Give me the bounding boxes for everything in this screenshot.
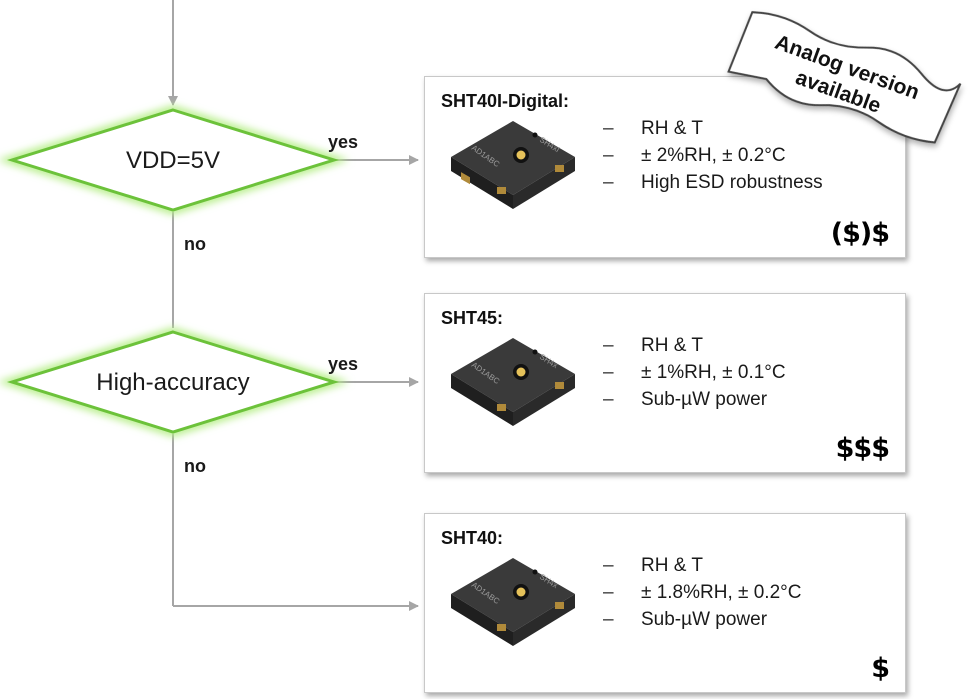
product-card-sht45: SHT45: SH4x AD1ABC –RH & T –± 1%RH, ± 0.… xyxy=(424,293,906,473)
sensor-chip-image: SH4x AD1ABC xyxy=(451,558,575,646)
feature-list: –RH & T –± 1.8%RH, ± 0.2°C –Sub-µW power xyxy=(603,552,801,633)
decision-accuracy: High-accuracy xyxy=(0,327,350,437)
decision-accuracy-label: High-accuracy xyxy=(96,369,249,396)
sensor-chip-image: SH4xI AD1ABC xyxy=(451,121,575,209)
feature-item: –High ESD robustness xyxy=(603,172,823,193)
product-name: SHT40I-Digital: xyxy=(441,91,570,111)
price-indicator: $$$ xyxy=(835,433,890,464)
vdd-yes-label: yes xyxy=(328,132,358,152)
feature-list: –RH & T –± 2%RH, ± 0.2°C –High ESD robus… xyxy=(603,115,823,196)
decision-vdd-label: VDD=5V xyxy=(126,147,220,174)
analog-version-note: Analog version available xyxy=(727,11,962,144)
accuracy-no-label: no xyxy=(184,456,206,476)
decision-vdd: VDD=5V xyxy=(0,105,350,215)
feature-item: –RH & T xyxy=(603,335,703,356)
product-name: SHT40: xyxy=(441,528,504,548)
accuracy-yes-label: yes xyxy=(328,354,358,374)
product-card-sht40i: SHT40I-Digital: SH4xI AD1ABC –RH & T –± … xyxy=(424,76,906,258)
feature-item: –Sub-µW power xyxy=(603,609,768,630)
product-card-sht40: SHT40: SH4x AD1ABC –RH & T –± 1.8%RH, ± … xyxy=(424,513,906,693)
feature-item: –Sub-µW power xyxy=(603,389,768,410)
price-indicator: $ xyxy=(871,653,890,684)
price-indicator: ($)$ xyxy=(830,218,890,249)
feature-list: –RH & T –± 1%RH, ± 0.1°C –Sub-µW power xyxy=(603,332,786,413)
sensor-chip-image: SH4x AD1ABC xyxy=(451,338,575,426)
feature-item: –± 2%RH, ± 0.2°C xyxy=(603,145,786,166)
vdd-no-label: no xyxy=(184,234,206,254)
feature-item: –RH & T xyxy=(603,555,703,576)
feature-item: –± 1.8%RH, ± 0.2°C xyxy=(603,582,802,603)
product-name: SHT45: xyxy=(441,308,504,328)
feature-item: –± 1%RH, ± 0.1°C xyxy=(603,362,786,383)
feature-item: –RH & T xyxy=(603,118,703,139)
